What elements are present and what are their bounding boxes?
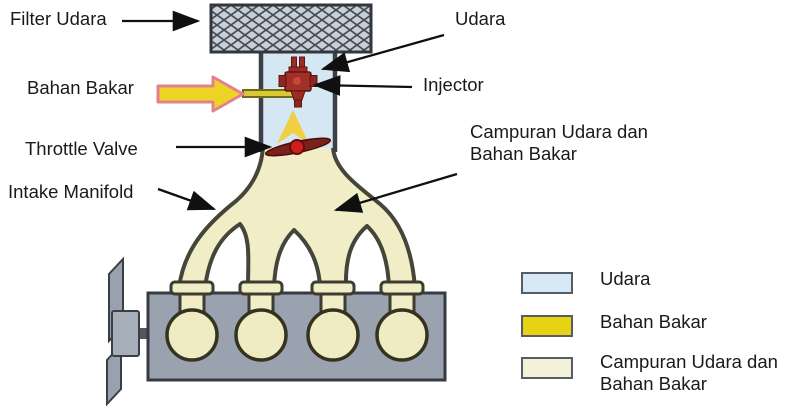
label-campuran: Campuran Udara dan Bahan Bakar	[470, 121, 648, 165]
fuel-arrow-icon	[156, 75, 245, 113]
cylinder	[375, 308, 429, 362]
label-throttle-valve: Throttle Valve	[25, 138, 138, 159]
label-filter-udara: Filter Udara	[10, 8, 107, 29]
label-campuran-line1: Campuran Udara dan	[470, 121, 648, 142]
cylinder	[165, 308, 219, 362]
label-campuran-line2: Bahan Bakar	[470, 143, 577, 164]
label-udara: Udara	[455, 8, 506, 29]
label-bahan-bakar: Bahan Bakar	[27, 77, 134, 98]
cylinder	[234, 308, 288, 362]
cylinders	[165, 308, 429, 362]
legend-swatch-bahan-bakar	[521, 315, 573, 337]
annotation-arrows	[122, 10, 458, 213]
label-intake-manifold: Intake Manifold	[8, 181, 134, 202]
legend-label-campuran: Campuran Udara dan Bahan Bakar	[600, 351, 778, 395]
arrow-intake-manifold	[157, 187, 217, 211]
arrow-campuran	[333, 172, 458, 213]
fuel-spray-icon	[277, 110, 309, 144]
arrow-injector	[312, 75, 413, 96]
label-injector: Injector	[423, 74, 484, 95]
arrow-udara	[320, 33, 445, 73]
fan-shaft	[138, 328, 150, 339]
fan-hub	[111, 310, 140, 357]
legend-swatch-campuran	[521, 357, 573, 379]
intake-manifold-shape	[177, 144, 417, 290]
legend-label-udara: Udara	[600, 268, 651, 289]
throttle-valve-shape	[264, 137, 332, 157]
legend-label-campuran-line1: Campuran Udara dan	[600, 351, 778, 372]
legend-label-bahan-bakar: Bahan Bakar	[600, 311, 707, 332]
cylinder	[306, 308, 360, 362]
legend-label-campuran-line2: Bahan Bakar	[600, 373, 707, 394]
cooling-fan-icon	[106, 256, 150, 407]
legend-swatch-udara	[521, 272, 573, 294]
air-filter-shape	[209, 3, 373, 54]
injector-shape	[278, 56, 318, 108]
